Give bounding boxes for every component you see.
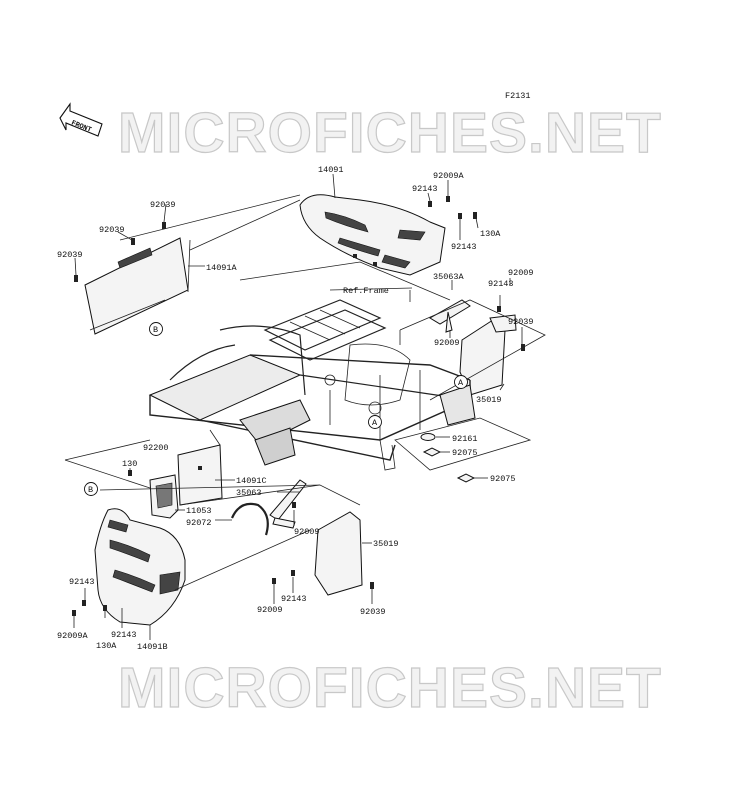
- part-label: 92009: [257, 605, 283, 615]
- guard-11053: [149, 474, 179, 519]
- part-label: 11053: [186, 506, 212, 516]
- part-label: 92143: [488, 279, 514, 289]
- callout-B2: B: [84, 482, 98, 496]
- part-label: 14091A: [206, 263, 238, 273]
- part-label: 14091B: [137, 642, 168, 652]
- cover-14091B: [94, 508, 186, 626]
- watermark-top: MICROFICHES.NET: [118, 101, 662, 165]
- callout-A1: A: [454, 375, 468, 389]
- callout-B2-text: B: [88, 485, 93, 495]
- bracket-35063A: [429, 299, 471, 333]
- part-label: 92009A: [57, 631, 89, 641]
- part-label: 92039: [57, 250, 83, 260]
- callout-B1-text: B: [153, 325, 158, 335]
- part-label: 92143: [111, 630, 137, 640]
- part-label: 14091C: [236, 476, 267, 486]
- panel-14091C: [177, 444, 223, 506]
- front-arrow-icon: FRONT: [59, 102, 103, 137]
- part-label: 92039: [150, 200, 176, 210]
- callout-B1: B: [149, 322, 163, 336]
- part-label: 130A: [96, 641, 117, 651]
- callout-A2-text: A: [372, 418, 378, 428]
- part-label: 35063A: [433, 272, 465, 282]
- part-label: 35063: [236, 488, 262, 498]
- figure-code: F2131: [505, 91, 531, 101]
- part-label: 92009: [294, 527, 320, 537]
- bracket-35063: [269, 479, 307, 529]
- part-label: 14091: [318, 165, 344, 175]
- callout-A2: A: [368, 415, 382, 429]
- part-label: 130A: [480, 229, 501, 239]
- part-label: 92075: [452, 448, 478, 458]
- part-label: 92143: [412, 184, 438, 194]
- part-labels: 14091 92009A 92143 130A 92143 92039 9203…: [57, 165, 534, 652]
- callout-A1-text: A: [458, 378, 464, 388]
- pad-92075-b: [456, 473, 476, 483]
- part-label: 92143: [451, 242, 477, 252]
- part-label: 92200: [143, 443, 169, 453]
- part-label: 92072: [186, 518, 212, 528]
- guide-lines: [64, 194, 546, 591]
- part-label: 92039: [360, 607, 386, 617]
- grommet-92161: [420, 433, 436, 441]
- part-label: 35019: [373, 539, 399, 549]
- main-frame: [148, 299, 476, 471]
- panel-35019-lower: [314, 511, 363, 596]
- reference-label: Ref.Frame: [343, 286, 389, 296]
- panel-35019-upper: [459, 314, 517, 396]
- part-label: 92143: [69, 577, 95, 587]
- cover-14091: [299, 194, 446, 276]
- leader-lines: [73, 173, 523, 640]
- clamp-92072: [230, 502, 269, 536]
- part-label: 92009: [508, 268, 534, 278]
- watermark-bottom: MICROFICHES.NET: [118, 656, 662, 720]
- panel-14091A: [84, 237, 191, 335]
- part-label: 92009: [434, 338, 460, 348]
- part-label: 35019: [476, 395, 502, 405]
- pad-92075-a: [422, 447, 442, 457]
- part-label: 92039: [508, 317, 534, 327]
- part-label: 130: [122, 459, 137, 469]
- part-label: 92161: [452, 434, 478, 444]
- part-label: 92009A: [433, 171, 465, 181]
- part-label: 92143: [281, 594, 307, 604]
- part-label: 92075: [490, 474, 516, 484]
- part-label: 92039: [99, 225, 125, 235]
